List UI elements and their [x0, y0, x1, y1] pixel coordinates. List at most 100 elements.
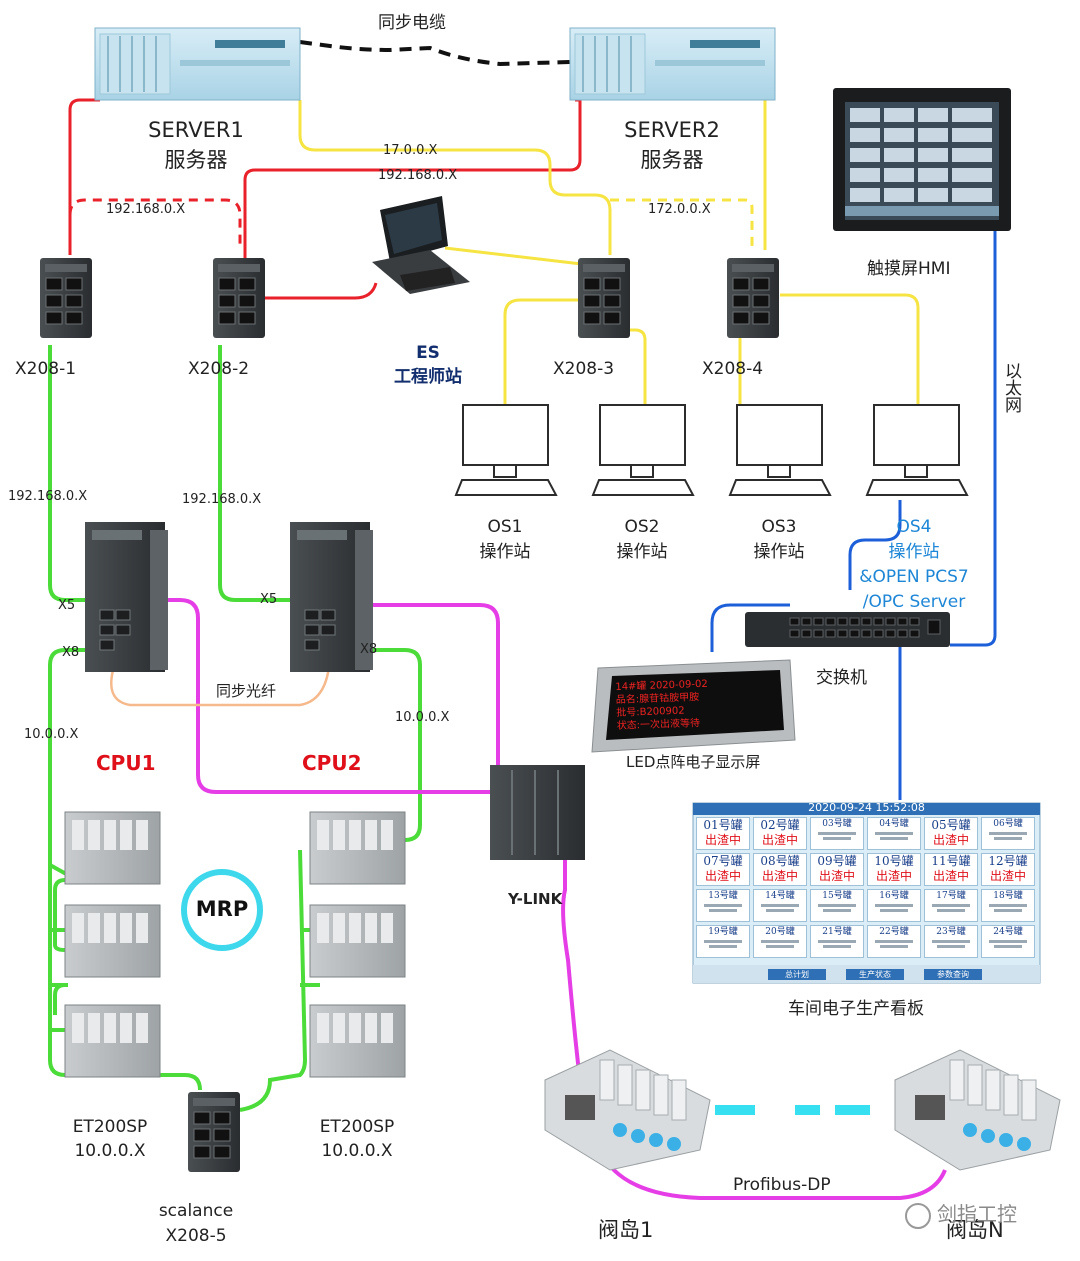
board-tank-name: 17号罐	[936, 891, 966, 901]
es-computer	[372, 196, 470, 294]
board-tank-cell: 24号罐	[981, 925, 1035, 958]
board-tank-status: 出渣中	[989, 869, 1026, 883]
watermark-text: 剑指工控	[905, 1198, 1017, 1229]
board-tank-cell: 05号罐出渣中	[924, 817, 978, 850]
hmi-label: 触摸屏HMI	[867, 259, 951, 279]
board-tank-cell: 03号罐	[810, 817, 864, 850]
sync-fiber-label: 同步光纤	[216, 682, 277, 700]
board-tank-name: 12号罐	[988, 854, 1028, 868]
board-tank-name: 10号罐	[874, 854, 914, 868]
board-tank-status: 出渣中	[875, 869, 912, 883]
valve-island-n-label: 阀岛N	[946, 1218, 1004, 1242]
board-tank-name: 18号罐	[993, 891, 1023, 901]
board-tank-bar	[880, 945, 908, 948]
sync-cable-label: 同步电缆	[378, 13, 446, 33]
ip-10-left-label: 10.0.0.X	[24, 727, 79, 742]
board-tank-bar	[875, 940, 913, 943]
board-tank-status: 出渣中	[761, 869, 798, 883]
es-cn-label: 工程师站	[394, 367, 462, 387]
et200sp-right-3	[309, 1004, 406, 1078]
board-tank-name: 11号罐	[931, 854, 971, 868]
sync-fiber-line	[110, 649, 332, 707]
cpu2-label: CPU2	[302, 751, 362, 775]
os1-label: OS1	[487, 517, 523, 537]
board-tank-name: 03号罐	[822, 819, 852, 829]
board-tank-name: 05号罐	[931, 818, 971, 832]
board-buttons: 总计划 生产状态 参数查询	[693, 967, 1040, 983]
board-tank-name: 22号罐	[879, 927, 909, 937]
os2-label: OS2	[624, 517, 660, 537]
port-x5-cpu2: X5	[260, 592, 278, 607]
board-tank-bar	[880, 909, 908, 912]
board-tank-name: 16号罐	[879, 891, 909, 901]
board-tank-name: 24号罐	[993, 927, 1023, 937]
board-button[interactable]: 总计划	[768, 969, 826, 980]
ip-192-a-label: 192.168.0.X	[106, 202, 186, 217]
board-button[interactable]: 生产状态	[846, 969, 904, 980]
board-tank-name: 08号罐	[760, 854, 800, 868]
os3-cn-label: 操作站	[753, 542, 805, 562]
cpu1-device	[85, 522, 168, 672]
x208-2-label: X208-2	[188, 359, 250, 379]
board-title-label: 车间电子生产看板	[788, 999, 924, 1019]
board-tank-cell: 09号罐出渣中	[810, 853, 864, 886]
board-tank-bar	[823, 945, 851, 948]
et200sp-left-ip: 10.0.0.X	[74, 1141, 146, 1161]
mrp-ring	[181, 869, 263, 951]
green-ring-lines	[48, 345, 422, 1112]
board-tank-name: 04号罐	[879, 819, 909, 829]
x208-4-label: X208-4	[702, 359, 764, 379]
ip-cpu2-label: 192.168.0.X	[182, 492, 262, 507]
board-tank-name: 09号罐	[817, 854, 857, 868]
blue-ethernet-lines	[710, 225, 997, 800]
server2-label: SERVER2	[624, 118, 720, 142]
os4-opc-label: /OPC Server	[862, 592, 966, 612]
board-tank-bar	[932, 904, 970, 907]
board-tank-name: 14号罐	[765, 891, 795, 901]
board-tank-cell: 12号罐出渣中	[981, 853, 1035, 886]
hmi-touch-panel	[833, 88, 1011, 231]
magenta-profinet-lines	[110, 598, 947, 1200]
x208-3-label: X208-3	[553, 359, 615, 379]
board-tank-status: 出渣中	[932, 869, 969, 883]
et200sp-right-1	[309, 811, 406, 885]
board-tank-status: 出渣中	[932, 833, 969, 847]
os3-label: OS3	[761, 517, 797, 537]
et200sp-left-label: ET200SP	[72, 1117, 148, 1137]
os2-cn-label: 操作站	[616, 542, 668, 562]
ip-192-b-label: 192.168.0.X	[378, 168, 458, 183]
board-tank-cell: 01号罐出渣中	[696, 817, 750, 850]
board-tank-cell: 02号罐出渣中	[753, 817, 807, 850]
board-datetime: 2020-09-24 15:52:08	[808, 801, 925, 814]
server2-device	[569, 27, 776, 101]
board-tank-name: 06号罐	[993, 819, 1023, 829]
valve-island-n	[894, 1049, 1061, 1171]
es-label: ES	[416, 343, 440, 363]
profibus-label: Profibus-DP	[733, 1175, 831, 1195]
board-tank-name: 07号罐	[703, 854, 743, 868]
board-tank-name: 19号罐	[708, 927, 738, 937]
led-display-text: 14#罐 2020-09-02 品名:腺苷钴胺甲胺 批号:B200902 状态:…	[615, 675, 785, 733]
board-tank-bar	[937, 909, 965, 912]
board-tank-cell: 18号罐	[981, 889, 1035, 922]
server1-device	[94, 27, 301, 101]
board-tank-bar	[704, 904, 742, 907]
board-tank-bar	[709, 909, 737, 912]
board-tank-bar	[994, 837, 1022, 840]
board-tank-cell: 15号罐	[810, 889, 864, 922]
board-tank-cell: 11号罐出渣中	[924, 853, 978, 886]
board-tank-name: 23号罐	[936, 927, 966, 937]
server1-cn-label: 服务器	[164, 148, 228, 172]
os4-monitor	[865, 404, 969, 496]
board-tank-name: 13号罐	[708, 891, 738, 901]
et200sp-right-2	[309, 904, 406, 978]
board-button[interactable]: 参数查询	[924, 969, 982, 980]
board-tank-bar	[994, 909, 1022, 912]
board-tank-bar	[818, 832, 856, 835]
board-tank-bar	[704, 940, 742, 943]
server2-cn-label: 服务器	[640, 148, 704, 172]
port-x5-cpu1: X5	[58, 598, 76, 613]
board-tank-status: 出渣中	[704, 869, 741, 883]
board-tank-cell: 20号罐	[753, 925, 807, 958]
